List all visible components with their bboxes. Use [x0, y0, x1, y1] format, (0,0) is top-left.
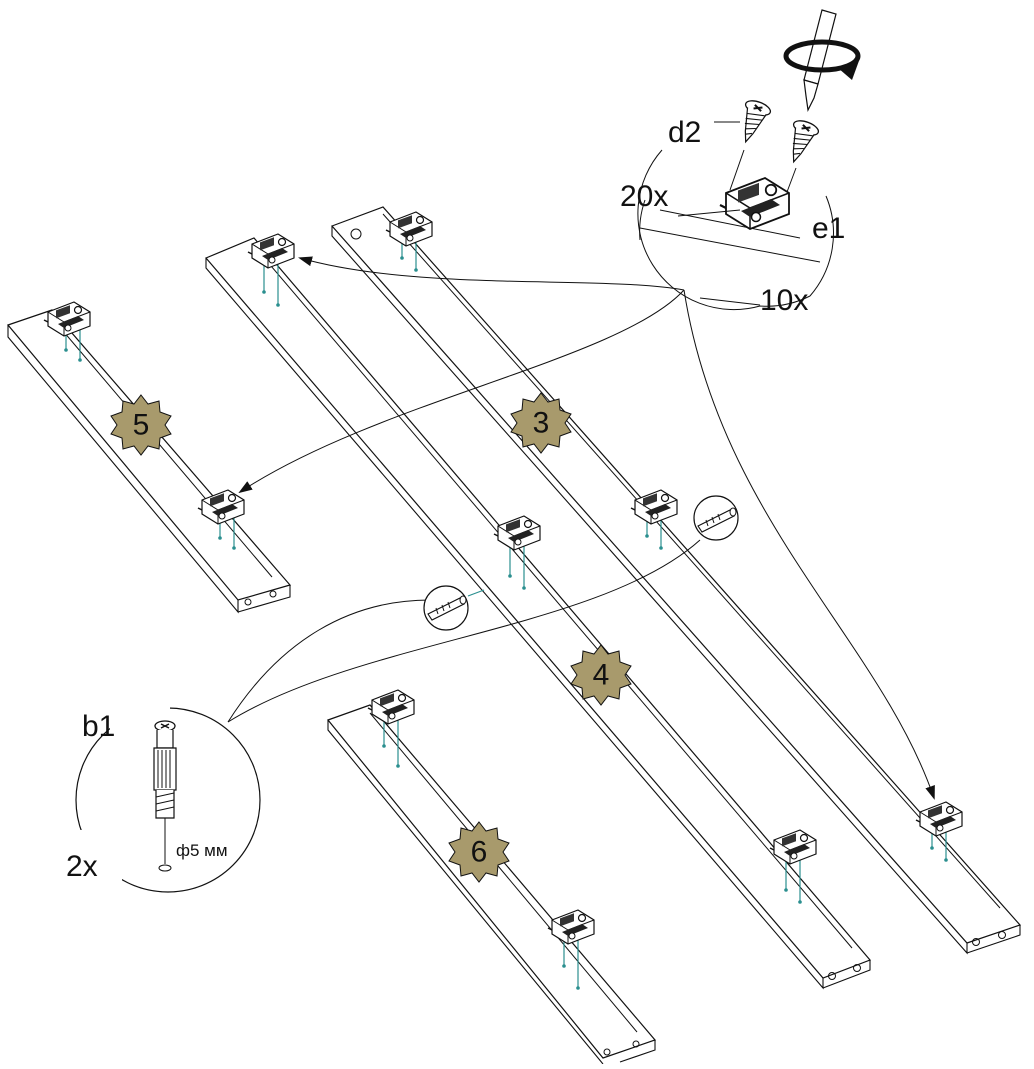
- badge-panel-5: 5: [110, 394, 172, 456]
- badge-number: 5: [133, 409, 150, 442]
- hinge-plate-icon: [43, 301, 91, 362]
- label-b1: b1: [82, 710, 115, 743]
- hinge-plate-icon: [718, 176, 791, 231]
- rotation-arrow-icon: [783, 39, 861, 80]
- badge-number: 4: [593, 659, 610, 692]
- hinge-plate-icon: [769, 829, 817, 904]
- hinge-plate-icon: [547, 909, 595, 990]
- badge-panel-4: 4: [570, 644, 632, 706]
- label-qty-e1: 10x: [760, 284, 808, 317]
- panel-5: [6, 309, 292, 614]
- screwdriver-icon: [803, 9, 837, 112]
- dowel-icon: [427, 595, 467, 621]
- screw-icon: [780, 116, 822, 168]
- panel-6: [326, 704, 657, 1065]
- hinge-plate-icon: [197, 489, 245, 550]
- hinge-plate-icon: [385, 211, 433, 272]
- badge-number: 3: [533, 407, 550, 440]
- hinge-plate-icon: [630, 489, 678, 550]
- panel-4: [205, 237, 872, 990]
- dowel-icon: [697, 507, 737, 533]
- badge-number: 6: [471, 836, 488, 869]
- arrow-leaders: [227, 256, 935, 800]
- badge-panel-3: 3: [510, 392, 572, 454]
- label-e1: e1: [812, 212, 845, 245]
- badge-panel-6: 6: [448, 821, 510, 883]
- hinge-plate-icon: [493, 515, 541, 590]
- detail-dowel-b1: [62, 690, 261, 893]
- hinge-plates: [43, 211, 963, 990]
- label-diameter: ф5 мм: [176, 841, 228, 860]
- hinge-plate-icon: [915, 801, 963, 862]
- dowel-icon: [153, 720, 177, 872]
- label-qty-b1: 2x: [66, 850, 98, 883]
- hinge-plate-icon: [367, 689, 415, 768]
- detail-screws-hinge: [637, 9, 861, 311]
- dowel-callout-upper: [693, 495, 739, 541]
- panel-3: [330, 206, 1022, 955]
- dowel-callout-lower: [423, 585, 485, 631]
- hinge-plate-icon: [247, 233, 295, 307]
- label-qty-d2: 20x: [620, 180, 668, 213]
- label-d2: d2: [668, 116, 701, 149]
